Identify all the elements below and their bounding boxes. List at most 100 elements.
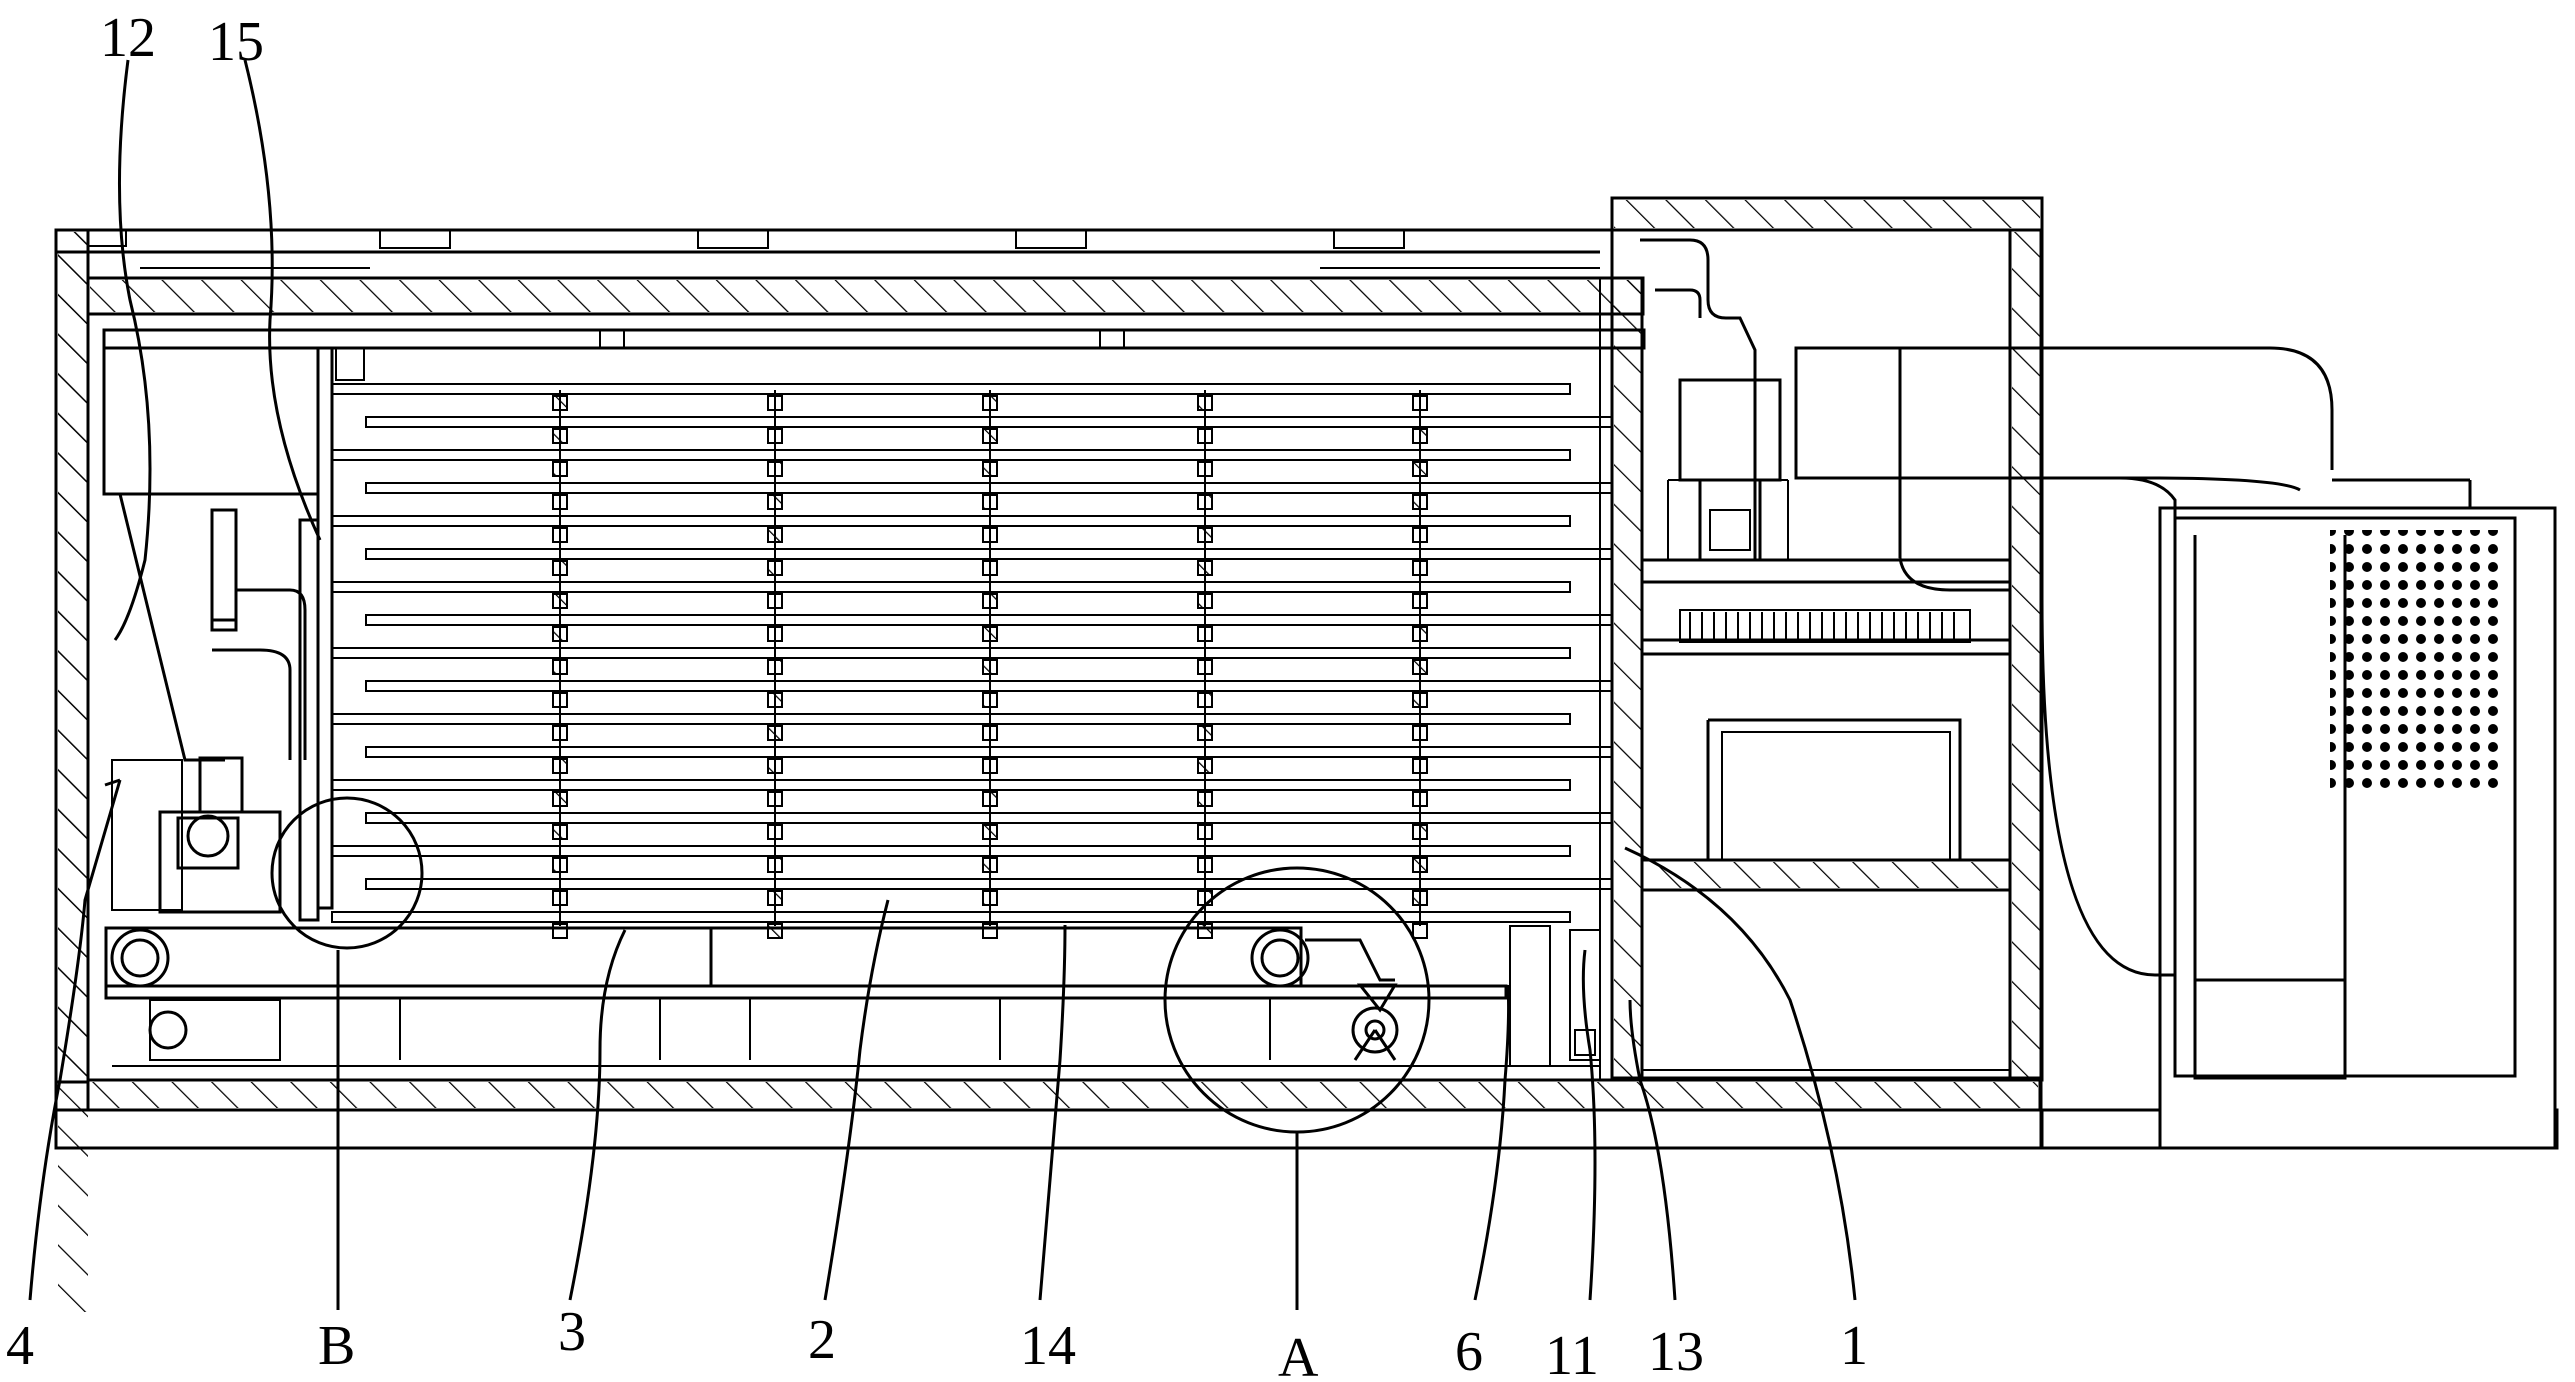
tray-bracket xyxy=(982,692,998,708)
tray-stack xyxy=(331,383,1613,939)
tray-bracket xyxy=(552,923,568,939)
tray-bracket xyxy=(982,659,998,675)
label-3: 3 xyxy=(558,1301,586,1363)
label-13: 13 xyxy=(1648,1321,1704,1382)
tray-bracket xyxy=(767,758,783,774)
tray-bracket xyxy=(982,890,998,906)
tray-bracket xyxy=(767,890,783,906)
tray-bracket xyxy=(1197,395,1213,411)
label-b: B xyxy=(318,1315,355,1377)
tray-bracket xyxy=(982,758,998,774)
drying-tray xyxy=(365,548,1613,560)
drying-tray xyxy=(331,449,1571,461)
detail-circle-b xyxy=(270,796,424,950)
tray-bracket xyxy=(767,494,783,510)
tray-bracket xyxy=(552,824,568,840)
tray-bracket xyxy=(552,626,568,642)
tray-bracket xyxy=(1197,593,1213,609)
callout-labels: 12 15 4 B 3 2 14 A 6 11 13 1 xyxy=(6,7,1868,1382)
tray-bracket xyxy=(1197,758,1213,774)
tray-bracket xyxy=(1197,692,1213,708)
tray-bracket xyxy=(767,428,783,444)
tray-bracket xyxy=(1412,692,1428,708)
tray-bracket xyxy=(1197,560,1213,576)
main-housing xyxy=(54,228,2043,1312)
tray-bracket xyxy=(982,560,998,576)
tray-bracket xyxy=(1197,626,1213,642)
tray-bracket xyxy=(552,428,568,444)
label-15: 15 xyxy=(208,11,264,73)
tray-bracket xyxy=(1197,791,1213,807)
label-2: 2 xyxy=(808,1309,836,1371)
tray-bracket xyxy=(982,824,998,840)
drying-tray xyxy=(331,515,1571,527)
drying-tray xyxy=(365,416,1613,428)
tray-bracket xyxy=(1412,791,1428,807)
drying-tray xyxy=(365,680,1613,692)
tray-bracket xyxy=(767,527,783,543)
tray-bracket xyxy=(1412,461,1428,477)
tray-bracket xyxy=(767,824,783,840)
left-feeder xyxy=(102,346,320,922)
tray-bracket xyxy=(552,395,568,411)
tray-bracket xyxy=(767,791,783,807)
tray-bracket xyxy=(1412,626,1428,642)
drying-tray xyxy=(365,614,1613,626)
tray-bracket xyxy=(767,692,783,708)
tray-bracket xyxy=(1412,428,1428,444)
tray-bracket xyxy=(1412,890,1428,906)
leader-lines xyxy=(28,59,1857,1310)
tray-bracket xyxy=(982,725,998,741)
tray-bracket xyxy=(982,791,998,807)
tray-bracket xyxy=(552,659,568,675)
tray-bracket xyxy=(552,758,568,774)
tray-bracket xyxy=(552,890,568,906)
tray-bracket xyxy=(1412,725,1428,741)
tray-bracket xyxy=(1412,395,1428,411)
tray-bracket xyxy=(1412,527,1428,543)
tray-bracket xyxy=(552,560,568,576)
tray-bracket xyxy=(982,494,998,510)
tray-bracket xyxy=(767,395,783,411)
tray-bracket xyxy=(982,461,998,477)
tray-bracket xyxy=(982,626,998,642)
tray-bracket xyxy=(1412,824,1428,840)
tray-bracket xyxy=(1197,428,1213,444)
tray-bracket xyxy=(552,857,568,873)
label-6: 6 xyxy=(1455,1321,1483,1382)
tray-bracket xyxy=(1412,923,1428,939)
tray-bracket xyxy=(1197,725,1213,741)
tray-bracket xyxy=(767,626,783,642)
tray-bracket xyxy=(982,395,998,411)
label-14: 14 xyxy=(1020,1315,1076,1377)
tray-bracket xyxy=(1412,758,1428,774)
tray-bracket xyxy=(552,692,568,708)
tray-bracket xyxy=(767,593,783,609)
drying-tray xyxy=(331,581,1571,593)
tray-bracket xyxy=(982,923,998,939)
tray-bracket xyxy=(552,527,568,543)
tray-bracket xyxy=(1197,857,1213,873)
drying-tray xyxy=(331,911,1571,923)
tray-bracket xyxy=(767,461,783,477)
tray-bracket xyxy=(1197,824,1213,840)
label-12: 12 xyxy=(100,7,156,69)
drying-tray xyxy=(331,845,1571,857)
tray-bracket xyxy=(1412,560,1428,576)
drying-tray xyxy=(331,779,1571,791)
tray-bracket xyxy=(552,725,568,741)
label-4: 4 xyxy=(6,1315,34,1377)
tray-bracket xyxy=(552,593,568,609)
blower-unit xyxy=(2040,478,2559,1150)
drying-tray xyxy=(331,713,1571,725)
tray-bracket xyxy=(982,857,998,873)
tray-bracket xyxy=(1412,857,1428,873)
heater-fins xyxy=(1689,612,1955,640)
air-duct xyxy=(1898,346,2334,977)
tray-bracket xyxy=(767,560,783,576)
drying-tray xyxy=(365,746,1613,758)
drying-tray xyxy=(365,482,1613,494)
top-hinges xyxy=(87,229,1405,249)
conveyor xyxy=(104,925,1601,1067)
